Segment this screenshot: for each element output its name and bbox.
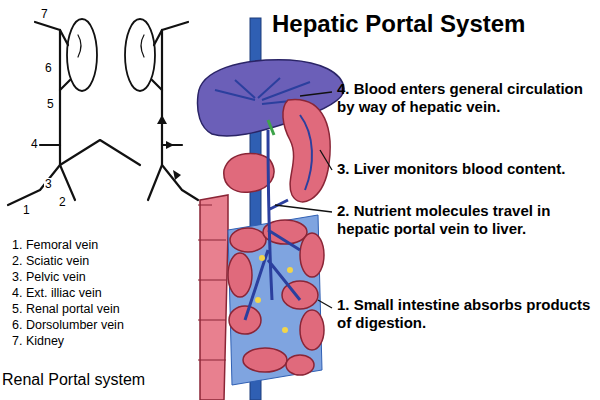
legend-item: 1. Femoral vein bbox=[12, 238, 98, 253]
callout-number: 7 bbox=[40, 8, 49, 20]
step-note: 3. Liver monitors blood content. bbox=[337, 160, 595, 178]
diagram-caption: Renal Portal system bbox=[2, 370, 145, 389]
diagram-title: Hepatic Portal System bbox=[272, 10, 525, 39]
callout-number: 4 bbox=[30, 138, 39, 150]
legend-item: 3. Pelvic vein bbox=[12, 270, 86, 285]
callout-number: 2 bbox=[58, 196, 67, 208]
legend-item: 2. Sciatic vein bbox=[12, 254, 89, 269]
callout-number: 3 bbox=[44, 178, 53, 190]
callout-number: 5 bbox=[46, 98, 55, 110]
step-note: 4. Blood enters general circulation by w… bbox=[337, 80, 595, 116]
legend-item: 7. Kidney bbox=[12, 334, 64, 349]
legend-item: 4. Ext. illiac vein bbox=[12, 286, 102, 301]
callout-number: 1 bbox=[22, 204, 31, 216]
callout-number: 6 bbox=[44, 62, 53, 74]
legend-item: 6. Dorsolumber vein bbox=[12, 318, 124, 333]
legend-item: 5. Renal portal vein bbox=[12, 302, 120, 317]
step-note: 2. Nutrient molecules travel in hepatic … bbox=[337, 202, 595, 238]
step-note: 1. Small intestine absorbs products of d… bbox=[337, 296, 595, 332]
